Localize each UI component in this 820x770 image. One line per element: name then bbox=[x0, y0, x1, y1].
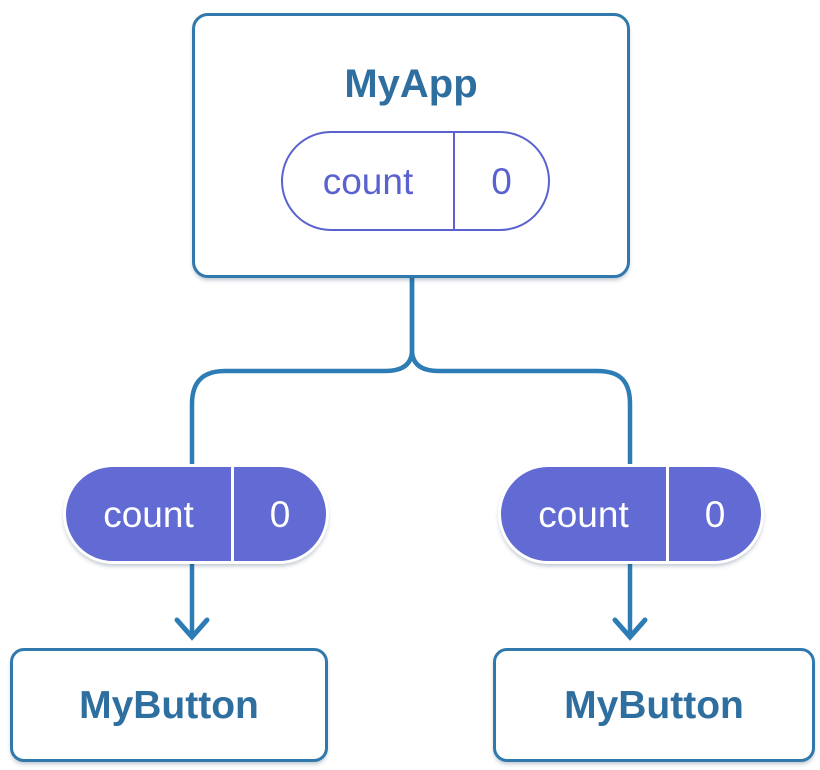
state-pill-myapp: count 0 bbox=[281, 131, 550, 231]
state-name: count bbox=[103, 493, 194, 535]
component-node-myapp: MyApp count 0 bbox=[192, 13, 630, 278]
component-title: MyButton bbox=[564, 683, 744, 727]
component-title: MyButton bbox=[79, 683, 259, 727]
state-name: count bbox=[538, 493, 629, 535]
state-pill-left-button: count 0 bbox=[63, 464, 329, 564]
component-node-mybutton-right: MyButton bbox=[493, 648, 815, 762]
connector-left-branch bbox=[189, 273, 415, 636]
state-value: 0 bbox=[666, 467, 761, 561]
state-value: 0 bbox=[231, 467, 326, 561]
component-node-mybutton-left: MyButton bbox=[10, 648, 328, 762]
state-name: count bbox=[322, 160, 414, 202]
state-value: 0 bbox=[453, 133, 548, 229]
state-pill-right-button: count 0 bbox=[498, 464, 764, 564]
arrow-down-icon bbox=[174, 617, 210, 641]
component-title: MyApp bbox=[344, 62, 478, 106]
arrow-down-icon bbox=[612, 617, 648, 641]
connector-right-branch bbox=[409, 273, 633, 636]
